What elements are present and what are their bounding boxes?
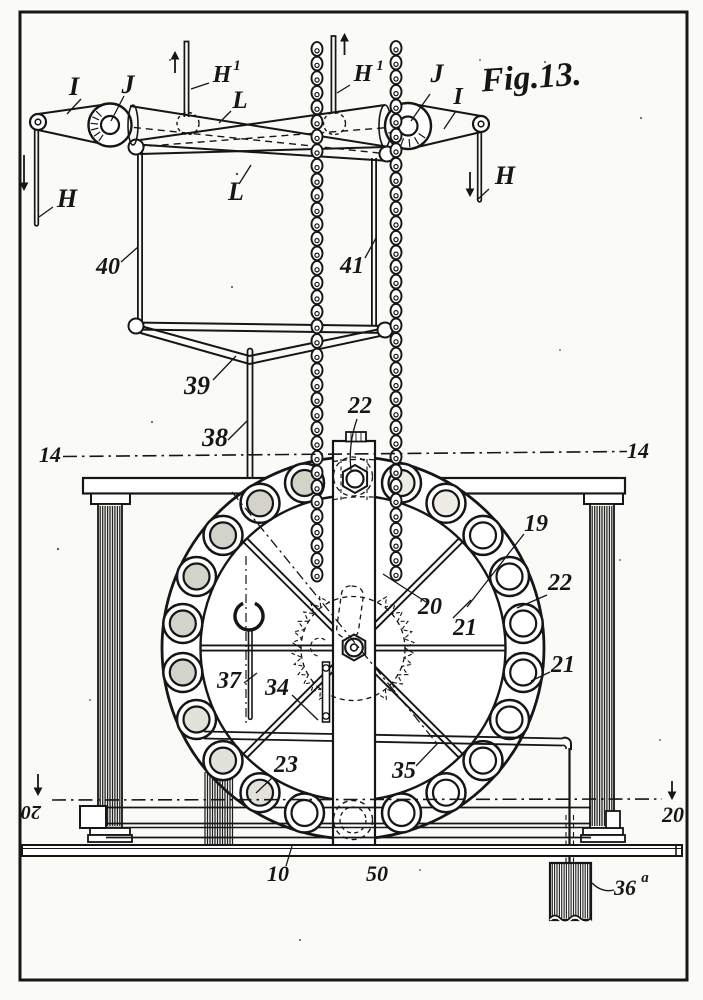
svg-text:20: 20 (21, 801, 42, 823)
svg-text:21: 21 (550, 652, 575, 678)
svg-text:40: 40 (95, 254, 120, 280)
svg-text:21: 21 (452, 615, 477, 641)
svg-text:H: H (56, 184, 78, 213)
svg-text:L: L (231, 87, 247, 114)
svg-text:19: 19 (524, 511, 548, 537)
svg-text:Fig.13.: Fig.13. (479, 56, 582, 100)
svg-text:I: I (68, 72, 80, 101)
svg-text:H: H (494, 161, 516, 190)
svg-text:39: 39 (183, 371, 210, 400)
svg-text:23: 23 (273, 752, 298, 778)
svg-text:H: H (353, 61, 374, 87)
svg-text:14: 14 (39, 442, 61, 467)
svg-text:50: 50 (366, 861, 388, 886)
svg-text:J: J (430, 59, 445, 88)
svg-text:a: a (641, 870, 649, 886)
svg-text:10: 10 (267, 861, 289, 886)
svg-text:1: 1 (233, 58, 241, 74)
svg-text:22: 22 (347, 393, 372, 419)
svg-text:41: 41 (339, 253, 364, 279)
svg-text:37: 37 (216, 668, 242, 694)
svg-text:35: 35 (391, 758, 416, 784)
svg-text:36: 36 (613, 875, 636, 900)
svg-text:20: 20 (661, 802, 684, 827)
svg-text:L: L (227, 177, 244, 206)
svg-text:1: 1 (376, 58, 384, 74)
svg-text:I: I (452, 84, 464, 110)
svg-text:22: 22 (547, 570, 572, 596)
svg-text:H: H (212, 62, 233, 88)
svg-text:14: 14 (627, 438, 649, 463)
svg-text:38: 38 (201, 423, 228, 452)
svg-text:34: 34 (264, 675, 289, 701)
svg-text:J: J (121, 70, 136, 99)
